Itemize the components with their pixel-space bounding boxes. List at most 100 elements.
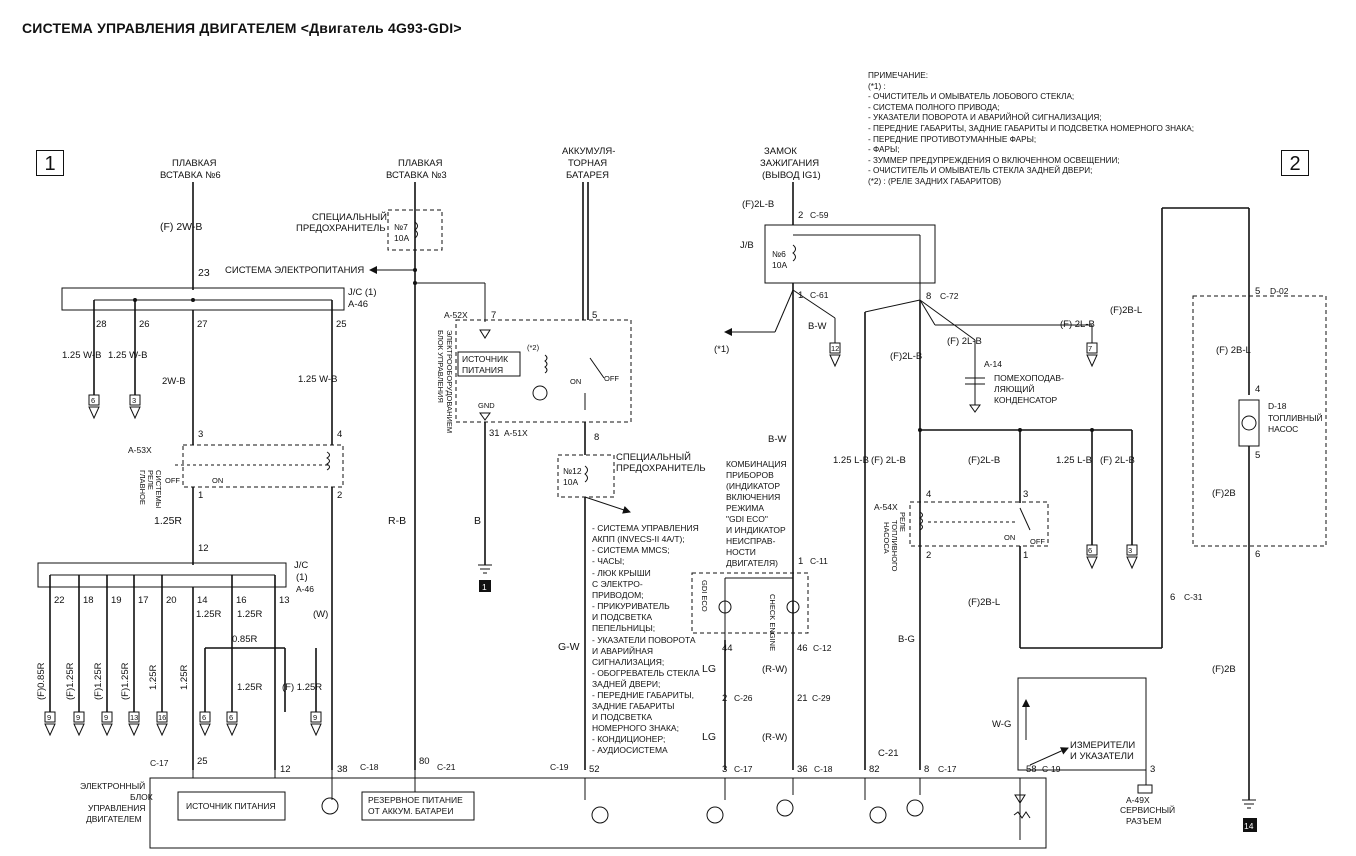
fuse6b-rating2: 10A	[772, 260, 787, 270]
etacs-label2: ЭЛЕКТРООБОРУДОВАНИЕМ	[445, 330, 454, 433]
pin-label: 22	[54, 595, 65, 606]
capacitor-label2: ЛЯЮЩИЙ	[994, 383, 1035, 394]
wire-label: 1.25R	[196, 609, 221, 620]
pin-label: 46	[797, 643, 808, 654]
connector-c17: C-17	[150, 758, 169, 768]
meters-label: ИЗМЕРИТЕЛИ	[1070, 740, 1135, 751]
wire-label: B-W	[808, 321, 827, 332]
wire-label: (F)2B-L	[1110, 305, 1142, 316]
ecu-label: ЭЛЕКТРОННЫЙ БЛОК УПРАВЛЕНИЯ ДВИГАТЕЛЕМ	[80, 780, 153, 824]
jc1-label: J/C (1)	[348, 287, 377, 298]
jc2-label: J/C	[294, 560, 308, 571]
pin-label: 4	[1255, 384, 1260, 395]
pin-label: 7	[491, 310, 496, 321]
wire-label: R-B	[388, 515, 406, 527]
pin-label: 8	[594, 432, 599, 443]
ground-num: 12	[831, 344, 839, 353]
svg-text:- ПРИКУРИВАТЕЛЬ: - ПРИКУРИВАТЕЛЬ	[592, 601, 670, 611]
fp-relay-off: OFF	[1030, 537, 1045, 546]
svg-text:РЕЖИМА: РЕЖИМА	[726, 503, 764, 513]
pin-label: 25	[336, 319, 347, 330]
wire-label: 2W-B	[162, 376, 186, 387]
star1-label: (*1)	[714, 344, 729, 355]
pin-label: 28	[96, 319, 107, 330]
ground-num: 9	[47, 713, 51, 722]
pin-label: 6	[1170, 592, 1175, 603]
fp-relay-label2: РЕЛЕ	[898, 512, 907, 532]
relay-on: ON	[212, 476, 223, 485]
backup-label: РЕЗЕРВНОЕ ПИТАНИЕ	[368, 795, 463, 805]
pin-label: 58	[1026, 764, 1037, 775]
wire-label: 1.25R	[237, 609, 262, 620]
pin-label: 38	[337, 764, 348, 775]
wire-label: 1.25R	[148, 665, 159, 690]
jb-label: J/B	[740, 240, 754, 251]
svg-text:С ЭЛЕКТРО-: С ЭЛЕКТРО-	[592, 579, 643, 589]
jc-drops	[49, 575, 286, 770]
svg-text:- УКАЗАТЕЛИ ПОВОРОТА: - УКАЗАТЕЛИ ПОВОРОТА	[592, 635, 696, 645]
svg-text:НОСТИ: НОСТИ	[726, 547, 756, 557]
pin-label: 19	[111, 595, 122, 606]
ground-num: 6	[1088, 546, 1092, 555]
fuse6-label2: ВСТАВКА №6	[160, 170, 221, 181]
ground-num: 3	[132, 396, 136, 405]
wire-label: (F)2B	[1212, 488, 1236, 499]
svg-text:И АВАРИЙНАЯ: И АВАРИЙНАЯ	[592, 645, 653, 656]
fuel-pump-label: ТОПЛИВНЫЙ	[1268, 412, 1323, 423]
pin-label: 2	[926, 550, 931, 561]
battery-label3: БАТАРЕЯ	[566, 170, 609, 181]
gnd-label: GND	[478, 401, 495, 410]
etacs-label: БЛОК УПРАВЛЕНИЯ	[436, 330, 445, 403]
svg-text:ПРИБОРОВ: ПРИБОРОВ	[726, 470, 774, 480]
ground-num: 3	[1128, 546, 1132, 555]
connector-c19-b: C-19	[1042, 764, 1061, 774]
page-title: СИСТЕМА УПРАВЛЕНИЯ ДВИГАТЕЛЕМ <Двигатель…	[22, 20, 462, 36]
connector-a54x: A-54X	[874, 502, 898, 512]
ground-num: 6	[229, 713, 233, 722]
connector-c11: C-11	[810, 556, 828, 566]
svg-text:И ПОДСВЕТКА: И ПОДСВЕТКА	[592, 612, 652, 622]
wire-label: 1.25R	[154, 515, 182, 527]
ground-num: 1	[482, 582, 487, 592]
ecu-power-label: ИСТОЧНИК ПИТАНИЯ	[186, 801, 276, 811]
connector-c26: C-26	[734, 693, 753, 703]
wire-label: (F)2L-B	[968, 455, 1000, 466]
main-relay-label: РЕЛЕ	[146, 470, 155, 490]
connector-a52x: A-52X	[444, 310, 468, 320]
pin-label: 5	[1255, 286, 1260, 297]
connector-c61: C-61	[810, 290, 829, 300]
wire-label: (F) 2L-B	[871, 455, 906, 466]
ignition-label: ЗАМОК	[764, 146, 797, 157]
pin-label: 82	[869, 764, 880, 775]
service-label: СЕРВИСНЫЙ	[1120, 804, 1175, 815]
battery-label: АККУМУЛЯ-	[562, 146, 615, 157]
wire-label: (F) 2B-L	[1216, 345, 1251, 356]
fuse3-label: ПЛАВКАЯ	[398, 158, 443, 169]
pin-label: 2	[798, 210, 803, 221]
connector-a49x: A-49X	[1126, 795, 1150, 805]
capacitor-label: ПОМЕХОПОДАВ-	[994, 373, 1064, 383]
connector-c21: C-21	[437, 762, 456, 772]
fp-relay-on: ON	[1004, 533, 1015, 542]
pin-label: 80	[419, 756, 430, 767]
svg-text:(ИНДИКАТОР: (ИНДИКАТОР	[726, 481, 780, 491]
wire-label: 1.25R	[237, 682, 262, 693]
ignition-label3: (ВЫВОД IG1)	[762, 170, 821, 181]
fuse6-label: ПЛАВКАЯ	[172, 158, 217, 169]
fuel-pump-label2: НАСОС	[1268, 424, 1298, 434]
wire-label: W-G	[992, 719, 1011, 730]
wire-label: B-W	[768, 434, 787, 445]
ground-num: 9	[313, 713, 317, 722]
pin-label: 12	[198, 543, 209, 554]
svg-text:- СИСТЕМА УПРАВЛЕНИЯ: - СИСТЕМА УПРАВЛЕНИЯ	[592, 523, 699, 533]
fuse7-rating: №7	[394, 222, 408, 232]
wire-label: (F) 2L-B	[947, 336, 982, 347]
wire-label: (F) 2L-B	[1060, 319, 1095, 330]
svg-text:ЗАДНИЕ ГАБАРИТЫ: ЗАДНИЕ ГАБАРИТЫ	[592, 701, 674, 711]
svg-text:ПРИВОДОМ;: ПРИВОДОМ;	[592, 590, 644, 600]
relay2-on: ON	[570, 377, 581, 386]
wire-label: B-G	[898, 634, 915, 645]
systems-list: - СИСТЕМА УПРАВЛЕНИЯ АКПП (INVECS-II 4A/…	[592, 523, 700, 755]
power-system-label: СИСТЕМА ЭЛЕКТРОПИТАНИЯ	[225, 265, 364, 276]
